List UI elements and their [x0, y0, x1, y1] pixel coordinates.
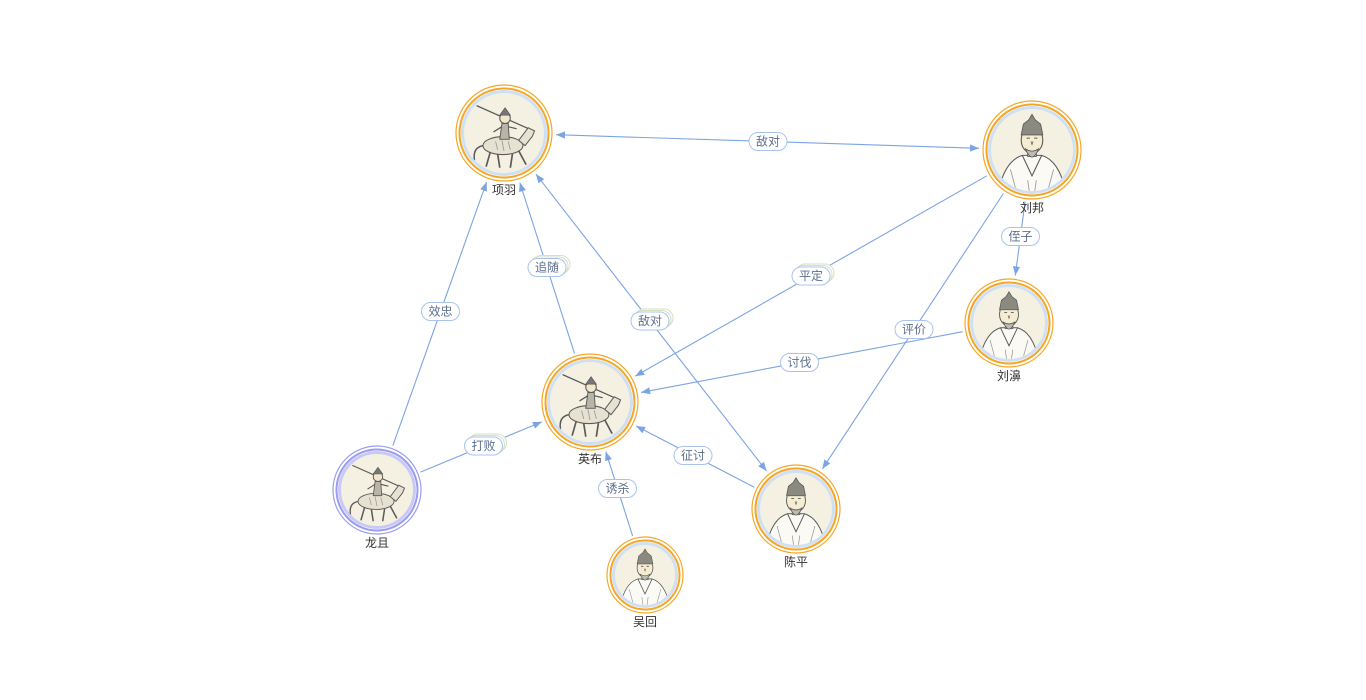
relation-label: 平定 [791, 263, 835, 286]
node-name-label: 吴回 [633, 615, 657, 629]
relation-label-pill [630, 311, 670, 331]
node-name-label: 陈平 [784, 554, 808, 569]
relation-label-pill [894, 320, 934, 339]
relation-label-pill [464, 436, 503, 456]
node-ring [967, 281, 1051, 365]
node-ring [609, 539, 681, 611]
node-ring [335, 448, 419, 532]
relation-label-text: 侄子 [1008, 230, 1032, 244]
portrait-image [765, 477, 827, 545]
relation-label-text: 效忠 [428, 304, 452, 319]
node-name-label: 龙且 [365, 536, 389, 550]
person-node[interactable]: 刘濞 [964, 278, 1054, 383]
portrait-image [349, 464, 406, 522]
portrait-image [559, 374, 622, 437]
relation-label-pill [673, 446, 713, 465]
relation-label-text: 评价 [902, 323, 926, 337]
person-node[interactable]: 吴回 [606, 536, 684, 629]
relation-label: 敌对 [630, 308, 674, 331]
relation-label: 评价 [894, 320, 934, 339]
person-node[interactable]: 刘邦 [982, 100, 1082, 215]
node-name-label: 项羽 [492, 183, 516, 197]
relation-label-pill [1001, 227, 1040, 246]
node-name-label: 刘濞 [997, 369, 1021, 383]
person-node[interactable]: 项羽 [455, 84, 553, 197]
relation-label-pill [791, 266, 831, 286]
relation-label-pill [598, 479, 637, 498]
relation-label-text: 诱杀 [605, 481, 629, 496]
relation-label: 讨伐 [780, 353, 819, 372]
node-ring [544, 356, 636, 448]
relation-label: 追随 [527, 255, 571, 277]
portrait-image [996, 113, 1068, 191]
node-ring [458, 87, 550, 179]
relation-label: 效忠 [421, 302, 460, 321]
node-ring [754, 467, 838, 551]
relation-label: 侄子 [1001, 227, 1040, 246]
node-name-label: 刘邦 [1020, 201, 1044, 215]
relation-label-text: 打败 [471, 438, 495, 453]
node-name-label: 英布 [578, 452, 602, 466]
person-node[interactable]: 陈平 [751, 464, 841, 569]
relation-label: 敌对 [748, 132, 788, 151]
relation-label: 诱杀 [598, 479, 637, 498]
person-node[interactable]: 英布 [541, 353, 639, 466]
relation-label-text: 敌对 [638, 313, 662, 328]
relation-label-text: 征讨 [681, 449, 705, 463]
relation-label-text: 平定 [799, 268, 823, 283]
node-ring [985, 103, 1079, 197]
relation-label-text: 追随 [535, 260, 559, 275]
relation-label-pill [421, 302, 460, 321]
relation-label-text: 讨伐 [787, 356, 811, 370]
portrait-image [473, 105, 536, 168]
relation-label-pill [748, 132, 788, 151]
relation-label: 征讨 [673, 446, 713, 465]
person-node[interactable]: 龙且 [332, 445, 422, 550]
relation-label: 打败 [464, 433, 507, 456]
relation-label-text: 敌对 [756, 134, 780, 149]
relation-label-pill [527, 258, 567, 277]
relation-label-pill [780, 353, 819, 372]
